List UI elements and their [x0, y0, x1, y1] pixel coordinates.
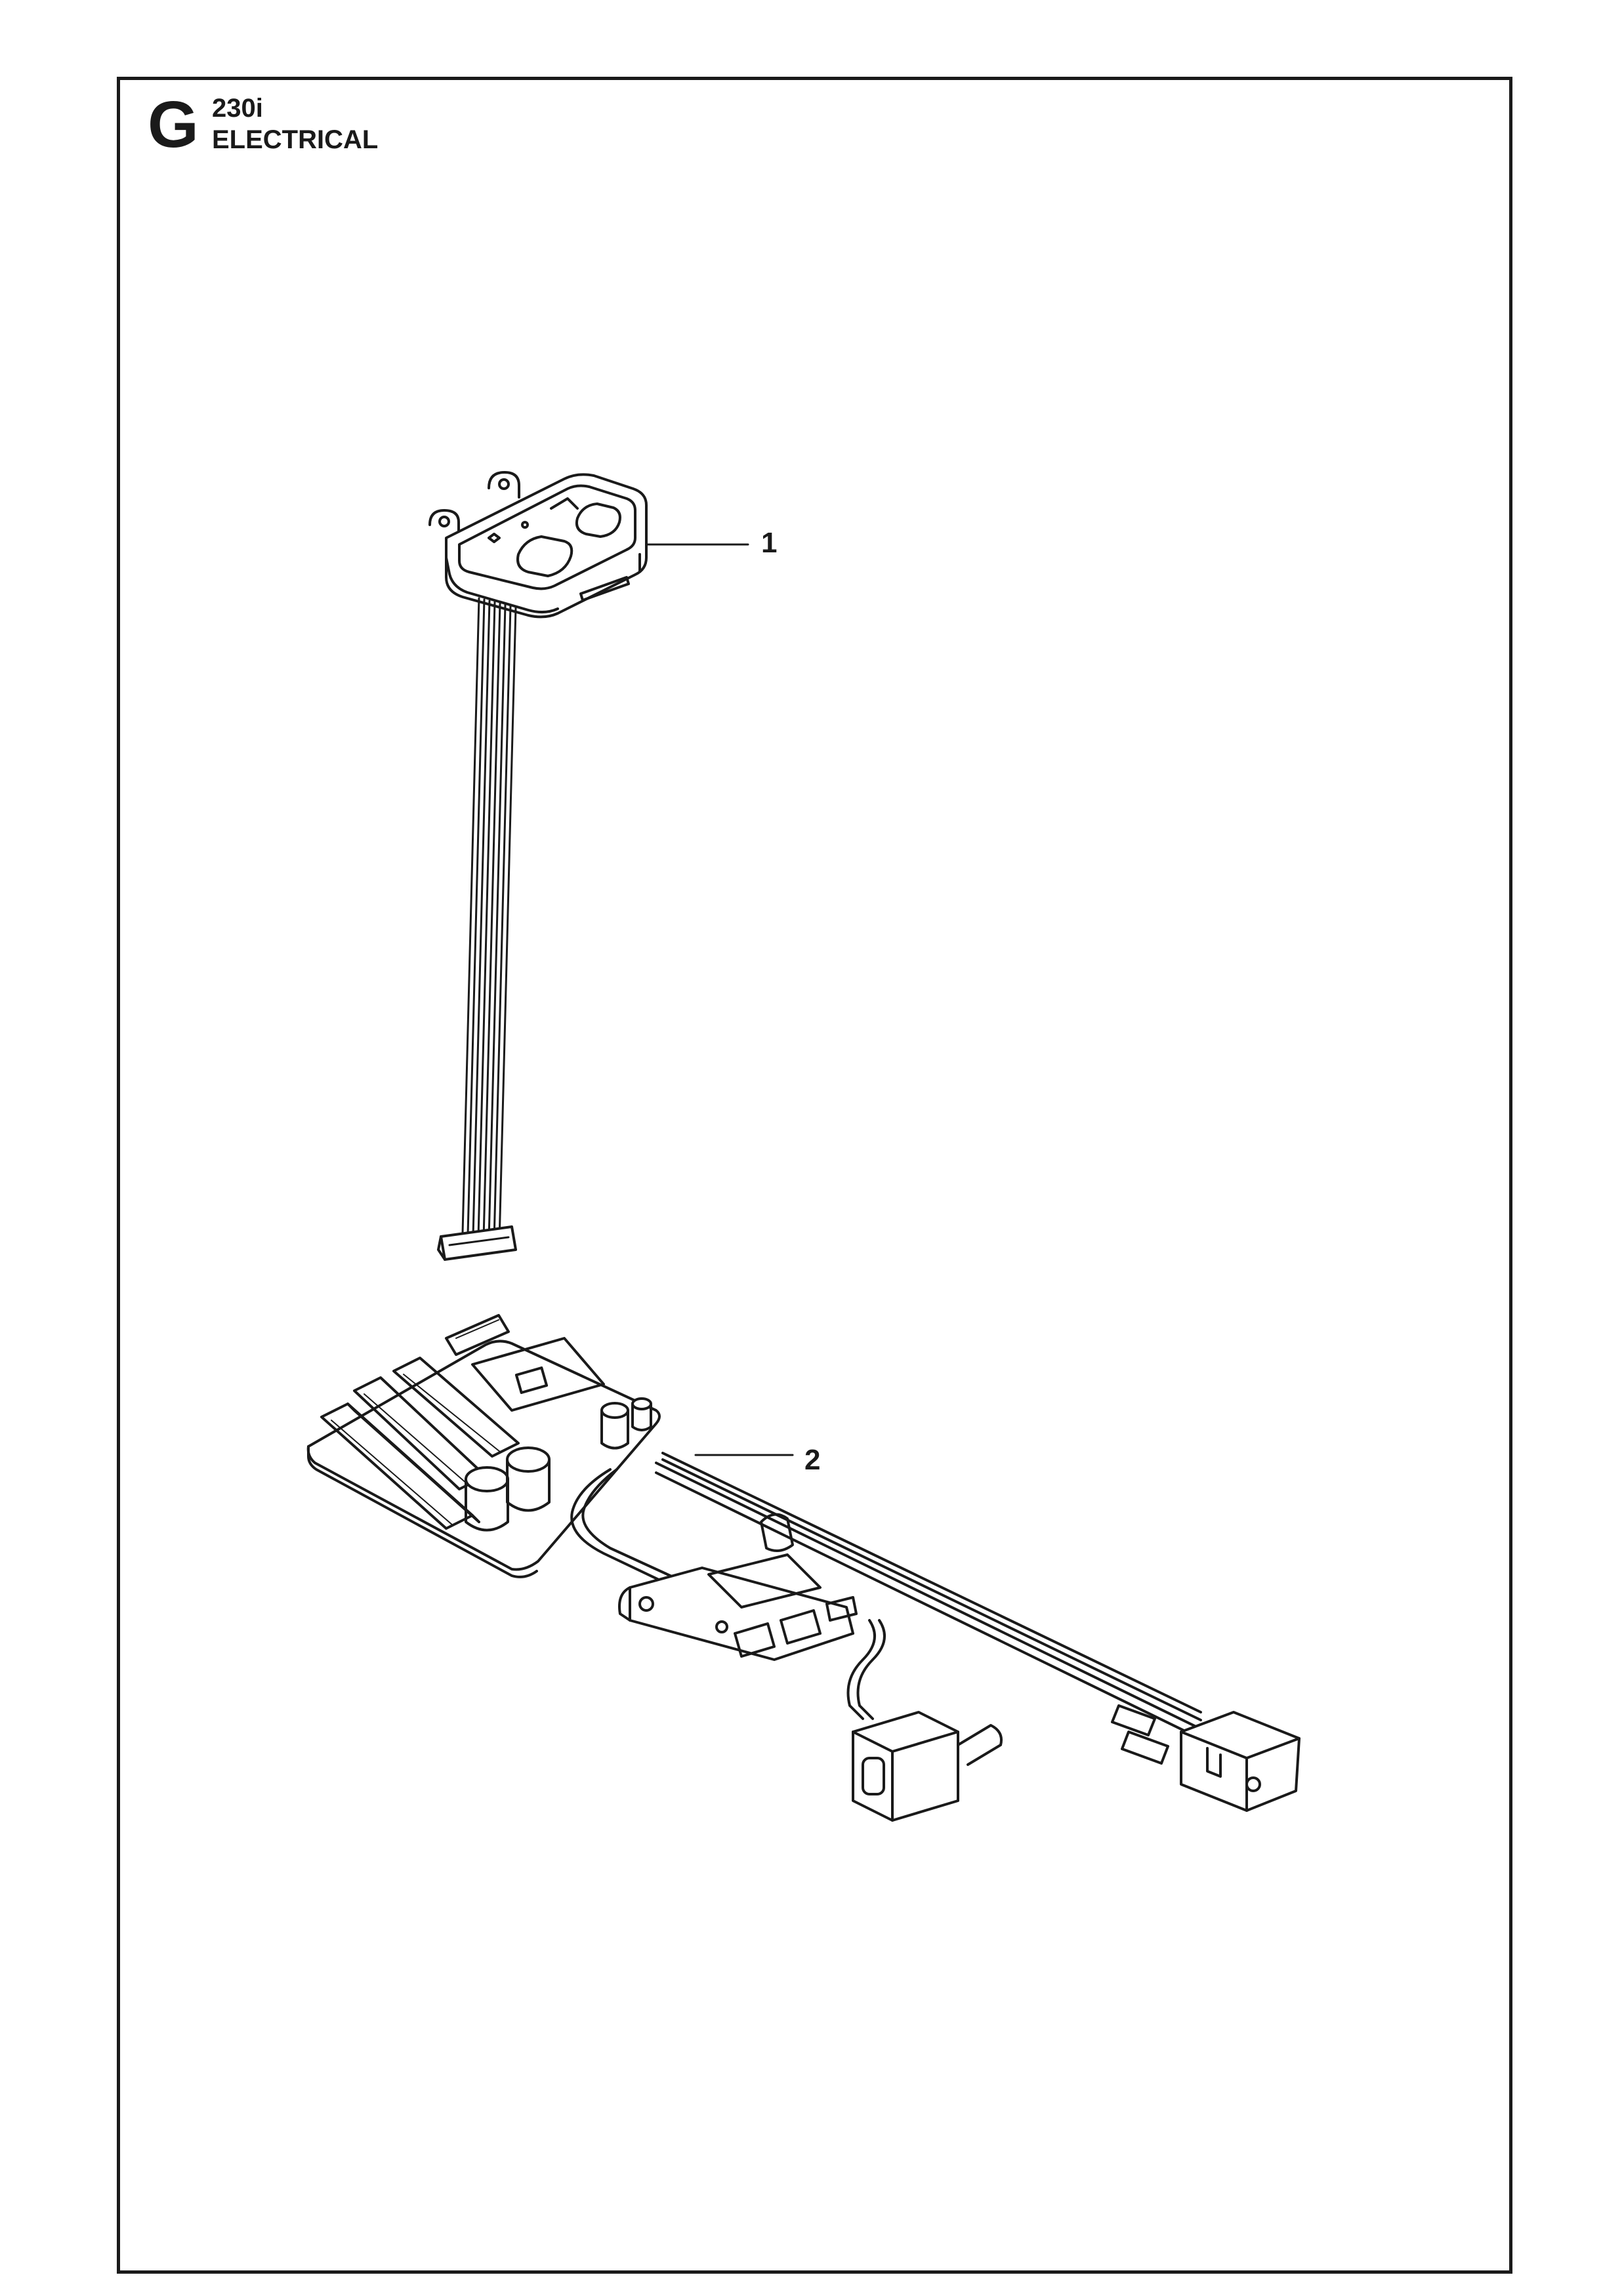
- callout-1: 1: [761, 527, 778, 559]
- keypad-part: [428, 471, 749, 1261]
- section-title: ELECTRICAL: [212, 125, 379, 154]
- section-letter: G: [148, 88, 199, 161]
- control-board-part: [306, 1314, 1301, 1822]
- model-number: 230i: [212, 94, 263, 123]
- callout-2: 2: [804, 1444, 821, 1476]
- page-frame: [117, 77, 1512, 2274]
